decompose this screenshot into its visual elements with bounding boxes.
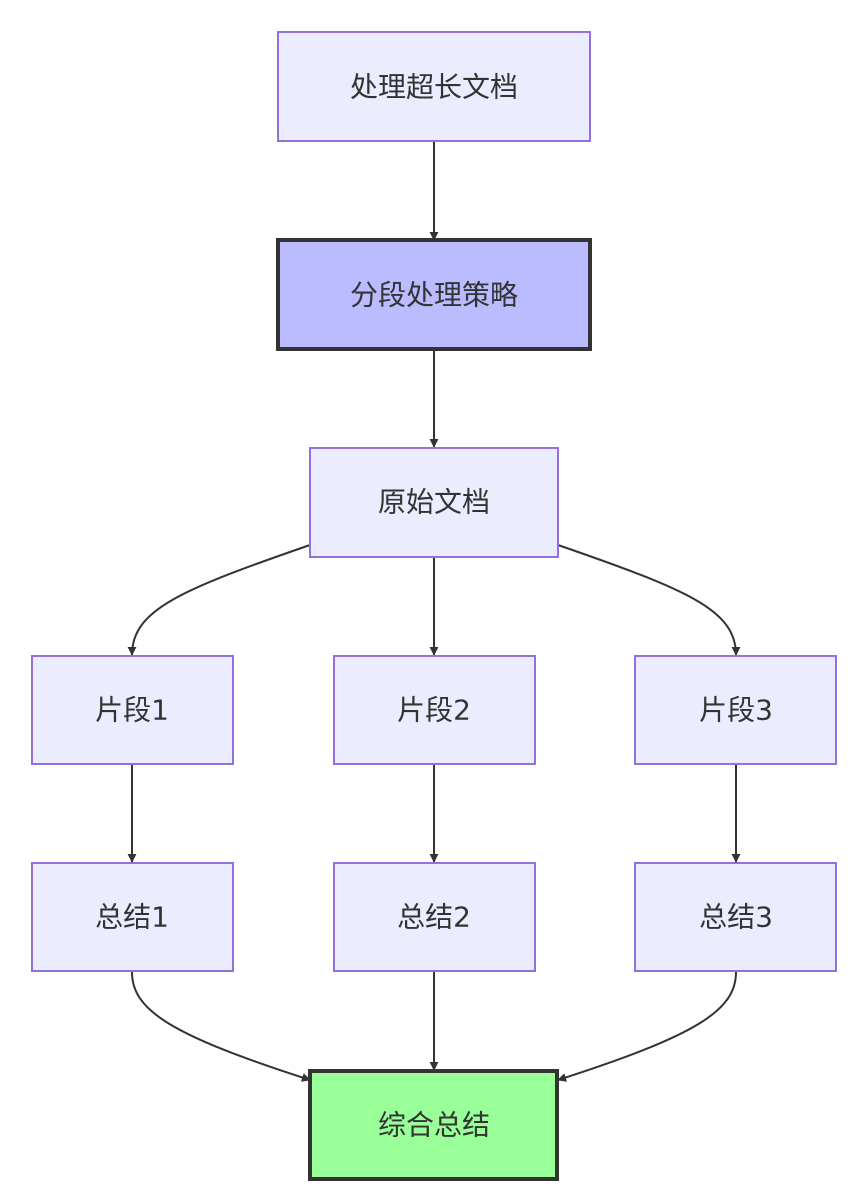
- edge-original-to-segment-1: [127, 544, 311, 656]
- node-summary-1[interactable]: 总结1: [31, 862, 234, 972]
- edge-original-to-segment-3: [557, 544, 741, 656]
- node-final-summary-label: 综合总结: [378, 1109, 490, 1142]
- node-segment-2-label: 片段2: [397, 694, 471, 727]
- node-segment-1[interactable]: 片段1: [31, 655, 234, 765]
- node-summary-2-label: 总结2: [397, 901, 471, 934]
- node-strategy[interactable]: 分段处理策略: [276, 238, 592, 351]
- node-segment-3[interactable]: 片段3: [634, 655, 837, 765]
- node-original-doc-label: 原始文档: [378, 486, 490, 519]
- edges: [127, 141, 741, 1082]
- node-segment-2[interactable]: 片段2: [333, 655, 536, 765]
- node-original-doc[interactable]: 原始文档: [309, 447, 559, 558]
- node-long-doc-label: 处理超长文档: [350, 71, 518, 104]
- node-strategy-label: 分段处理策略: [350, 279, 518, 312]
- node-final-summary[interactable]: 综合总结: [308, 1069, 559, 1181]
- node-segment-3-label: 片段3: [699, 694, 773, 727]
- node-summary-2[interactable]: 总结2: [333, 862, 536, 972]
- edge-summary-1-to-final: [131, 971, 311, 1082]
- node-segment-1-label: 片段1: [95, 694, 169, 727]
- edge-summary-3-to-final: [557, 971, 737, 1082]
- node-summary-3[interactable]: 总结3: [634, 862, 837, 972]
- node-summary-1-label: 总结1: [95, 901, 169, 934]
- node-summary-3-label: 总结3: [699, 901, 773, 934]
- node-long-doc[interactable]: 处理超长文档: [277, 31, 591, 142]
